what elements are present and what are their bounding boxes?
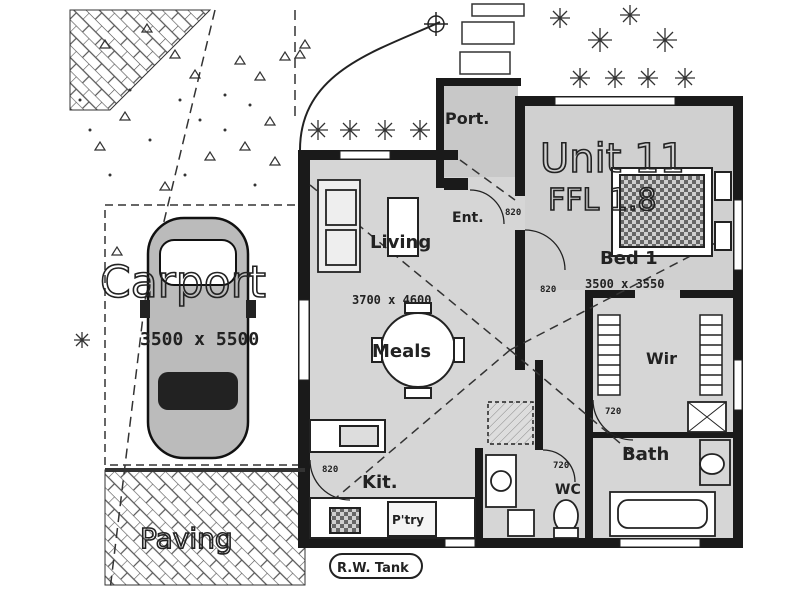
car-icon [140, 216, 256, 460]
ffl-label: FFL 1.8 [548, 183, 656, 218]
sofa-icon [317, 179, 361, 273]
porch-floor [440, 82, 518, 177]
windows [298, 96, 743, 548]
bath-door-width: 720 [605, 407, 621, 417]
meals-label: Meals [372, 341, 431, 362]
carport-label: Carport [100, 257, 266, 308]
shrub-icons [74, 5, 695, 348]
survey-marks [93, 22, 312, 256]
dining-table-icon [371, 302, 465, 399]
living-dimensions: 3700 x 4600 [352, 293, 431, 307]
bed-icon [611, 167, 732, 257]
pantry-label: P'try [392, 513, 424, 527]
rw-tank-label: R.W. Tank [337, 561, 409, 576]
entry-door-width: 820 [505, 208, 521, 218]
top-left-paving [69, 9, 212, 111]
entry-label: Ent. [452, 210, 484, 226]
kitchen-door-width: 820 [322, 465, 338, 475]
rainwater-tank [329, 553, 423, 579]
paving-label: Paving [140, 522, 233, 555]
living-label: Living [370, 232, 431, 253]
garden-path-curve [299, 21, 441, 151]
wc-door-width: 720 [553, 461, 569, 471]
bed-door-width: 820 [540, 285, 556, 295]
wc-label: WC [555, 482, 581, 498]
wir-label: Wir [646, 349, 677, 368]
laundry-fixtures [485, 454, 535, 537]
robe-shelves [597, 314, 723, 396]
toilet-icon [553, 499, 579, 539]
unit-title: Unit 11 [540, 136, 685, 182]
linen-cupboard [487, 401, 534, 445]
porch-label: Port. [445, 109, 489, 128]
door-swings [309, 189, 634, 501]
coffee-table [387, 197, 419, 257]
kitchen-bench [309, 419, 476, 539]
bed-dimensions: 3500 x 3550 [585, 277, 664, 291]
survey-dots [78, 88, 257, 187]
kitchen-label: Kit. [362, 472, 398, 493]
stepping-stones [459, 3, 525, 75]
bath-fixtures [609, 401, 731, 537]
paving-area [104, 469, 306, 586]
bath-label: Bath [622, 444, 669, 465]
bed-label: Bed 1 [600, 248, 658, 269]
site-boundary [109, 9, 296, 591]
carport-dimensions: 3500 x 5500 [140, 329, 259, 350]
